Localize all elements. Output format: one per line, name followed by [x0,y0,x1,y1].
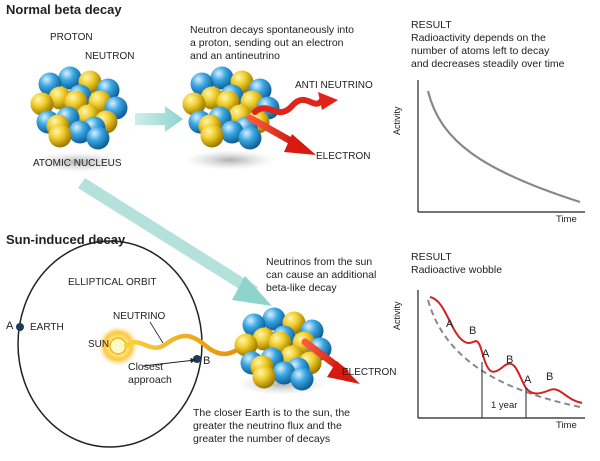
closest-approach-pointer [142,357,196,367]
result1-line1: Radioactivity depends on the [411,32,546,45]
heading-normal-beta-decay: Normal beta decay [6,2,122,17]
result1-xlabel: Time [556,214,577,225]
teal-diagonal-arrow [78,178,272,306]
label-electron-2: ELECTRON [342,367,397,378]
wobble-mark-a2: A [482,348,490,360]
proton-sphere [200,124,224,148]
label-closest-line2: approach [128,374,172,386]
label-earth: EARTH [30,322,64,333]
result1-line1-pre: Radioactivity [411,32,474,44]
result2-ylabel: Activity [392,301,402,330]
heading-sun-induced-decay: Sun-induced decay [6,232,126,247]
electron-arrow-2 [301,338,360,384]
result2-year-label: 1 year [491,400,518,411]
sun-core [109,337,127,355]
label-point-b: B [203,355,211,367]
neutrino-beam [123,321,251,356]
wobble-mark-a1: A [446,318,454,330]
anti-neutrino-arrow [252,92,338,115]
neutron-sphere [210,66,234,90]
wobble-curve [429,296,583,404]
result-graph-1 [417,80,585,213]
neutron-sphere [290,367,314,391]
closer-description-line3: greater the number of decays [193,433,331,445]
result1-title: RESULT [411,19,452,31]
closer-description-line1: The closer Earth is to the sun, the [193,407,350,419]
neutron-sphere [68,120,92,144]
result1-line1-bold: depends on the [473,32,546,44]
sun-description-line1: Neutrinos from the sun [266,256,373,268]
neutron-sphere [220,120,244,144]
result1-line2: number of atoms left to decay [411,45,550,57]
wobble-mark-a3: A [524,374,532,386]
result2-xlabel: Time [556,420,577,431]
electron-arrow-1 [246,114,316,155]
closer-description-line2: greater the neutrino flux and the [193,420,342,432]
label-elliptical-orbit: ELLIPTICAL ORBIT [68,277,157,288]
label-closest-line1: Closest [128,361,164,373]
result1-line3: and decreases steadily over time [411,58,565,70]
result1-ylabel: Activity [392,106,402,135]
neutron-sphere [238,126,262,150]
decay-description-line3: and an antineutrino [190,50,280,62]
earth-point-a [16,323,24,331]
label-atomic-nucleus: ATOMIC NUCLEUS [33,158,122,169]
steady-decay-dashed [427,299,581,408]
wobble-mark-b3: B [546,371,554,383]
label-proton: PROTON [50,32,93,43]
nucleus-shadow-2 [185,150,275,170]
neutron-sphere [86,126,110,150]
proton-sphere [48,124,72,148]
proton-sphere [30,92,54,116]
teal-right-arrow [135,106,183,132]
proton-sphere [252,365,276,389]
label-anti-neutrino: ANTI NEUTRINO [295,80,373,91]
label-neutrino: NEUTRINO [113,311,166,322]
decay-description-line2: a proton, sending out an electron [190,37,344,49]
decay-description-line1: Neutron decays spontaneously into [190,24,355,36]
label-sun: SUN [88,339,110,350]
proton-sphere [182,92,206,116]
label-point-a: A [6,320,14,332]
nucleus-shadow-1 [33,152,123,172]
sun-description-line2: can cause an additional [266,269,377,281]
sun-description-line3: beta-like decay [266,282,337,294]
wobble-mark-b1: B [469,325,477,337]
atomic-nucleus-1 [30,66,128,150]
label-neutron: NEUTRON [85,51,135,62]
wobble-mark-b2: B [506,354,514,366]
proton-sphere [234,333,258,357]
result-graph-2 [417,290,585,419]
result2-subtitle: Radioactive wobble [411,264,503,276]
decay-curve [426,90,581,204]
neutron-sphere [272,361,296,385]
neutron-sphere [58,66,82,90]
label-electron-1: ELECTRON [316,151,371,162]
earth-point-b [193,355,201,363]
result2-title: RESULT [411,251,452,263]
neutron-sphere [262,307,286,331]
